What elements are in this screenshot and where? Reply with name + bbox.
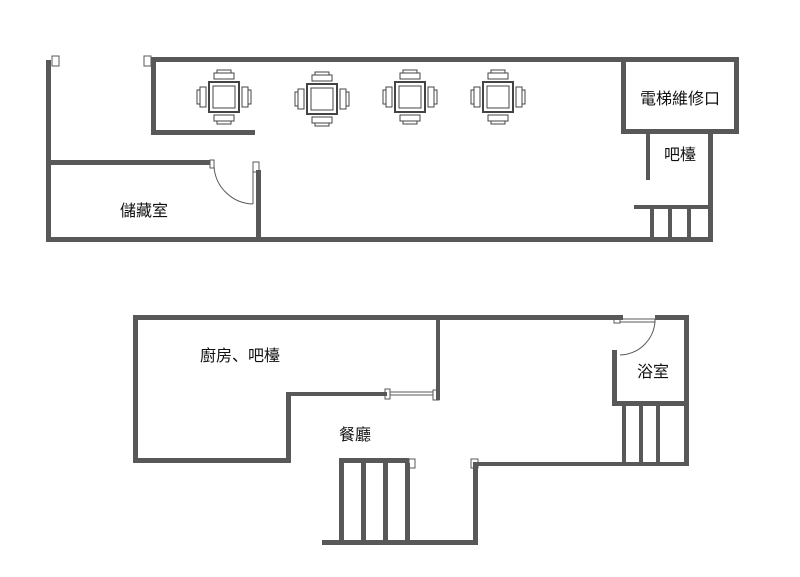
table-set-1 bbox=[196, 69, 252, 125]
room-label-kitchen-bar: 廚房、吧檯 bbox=[200, 346, 280, 365]
wall bbox=[473, 462, 478, 545]
wall bbox=[339, 458, 409, 463]
table-set-2 bbox=[294, 71, 350, 127]
wall bbox=[476, 462, 689, 466]
door-swing-arc bbox=[619, 320, 656, 356]
door-leaf bbox=[619, 318, 656, 323]
wall bbox=[151, 57, 156, 134]
wall bbox=[151, 57, 739, 62]
stair-landing bbox=[634, 205, 713, 209]
wall bbox=[46, 60, 51, 242]
wall bbox=[286, 392, 291, 463]
wall bbox=[151, 130, 255, 135]
wall-cap bbox=[51, 55, 60, 67]
wall bbox=[46, 237, 713, 242]
wall-cap bbox=[408, 458, 416, 469]
wall bbox=[133, 315, 138, 463]
stair-tread bbox=[650, 209, 654, 239]
sliding-door-jamb bbox=[384, 388, 391, 400]
wall bbox=[46, 160, 210, 165]
wall bbox=[655, 315, 689, 320]
stair-tread bbox=[405, 463, 410, 545]
room-label-bar: 吧檯 bbox=[664, 145, 696, 164]
wall bbox=[256, 170, 261, 242]
wall bbox=[684, 315, 689, 466]
stair-tread bbox=[687, 209, 691, 239]
stair-tread bbox=[622, 406, 626, 464]
wall bbox=[734, 57, 739, 134]
door-jamb bbox=[209, 159, 215, 169]
wall bbox=[286, 392, 387, 396]
stair-tread bbox=[668, 209, 672, 239]
door-swing-arc bbox=[213, 165, 254, 205]
stair-tread bbox=[361, 463, 366, 545]
wall bbox=[133, 458, 290, 463]
upper-floor: 電梯維修口 吧檯 儲藏室 bbox=[46, 55, 739, 242]
room-label-elevator: 電梯維修口 bbox=[640, 89, 720, 108]
wall bbox=[612, 350, 617, 405]
wall bbox=[708, 134, 713, 242]
wall bbox=[133, 315, 623, 320]
room-label-storage: 儲藏室 bbox=[120, 201, 168, 220]
room-label-dining: 餐廳 bbox=[339, 425, 371, 444]
table-set-3 bbox=[382, 69, 438, 125]
wall-cap bbox=[470, 458, 479, 469]
stair-tread bbox=[339, 463, 344, 545]
wall bbox=[646, 134, 650, 180]
wall bbox=[322, 540, 477, 545]
lower-floor: 廚房、吧檯 浴室 餐廳 bbox=[133, 315, 689, 545]
stair-tread bbox=[656, 406, 660, 464]
wall bbox=[621, 57, 626, 134]
table-set-4 bbox=[470, 69, 526, 125]
wall-cap bbox=[143, 55, 152, 67]
wall bbox=[621, 129, 739, 134]
stair-tread bbox=[383, 463, 388, 545]
room-label-bathroom: 浴室 bbox=[637, 362, 669, 381]
wall bbox=[612, 401, 689, 406]
stair-tread bbox=[639, 406, 643, 464]
wall bbox=[436, 320, 440, 400]
